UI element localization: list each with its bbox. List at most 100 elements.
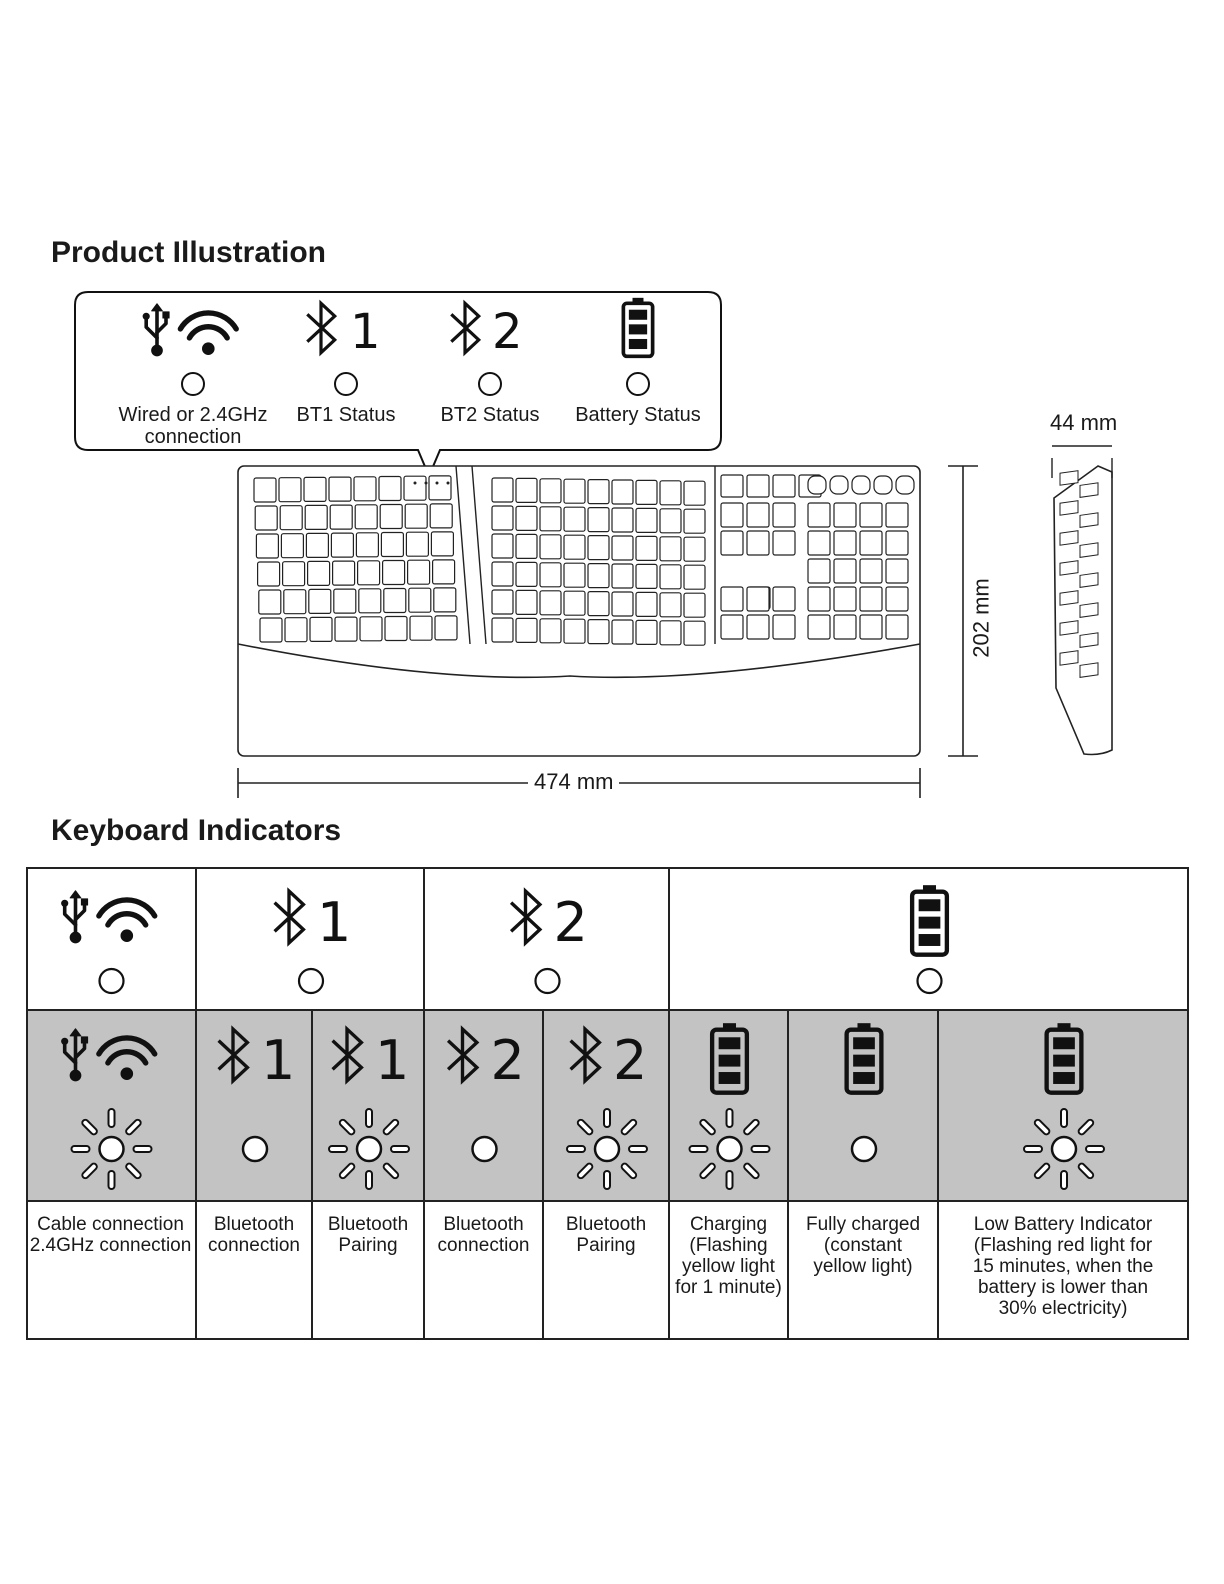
description-line: Cable connection: [37, 1214, 184, 1235]
dimension-lines: [237, 445, 1112, 798]
status-light-icon: [297, 967, 325, 995]
description-line: (constant: [823, 1235, 903, 1256]
keycap: [281, 561, 306, 587]
keycap: [284, 617, 308, 643]
media-key: [807, 475, 827, 495]
keycap: [257, 561, 281, 587]
keycap: [833, 502, 857, 528]
usb-wifi-icon: [26, 1011, 197, 1191]
keycap: [683, 620, 706, 646]
keycap: [833, 614, 857, 640]
keycap: [334, 616, 358, 642]
keycap: [563, 534, 586, 560]
keycap: [428, 475, 452, 501]
product-illustration-title: Product Illustration: [51, 236, 327, 269]
keycap: [330, 532, 355, 558]
flashing-light-icon: [327, 1107, 411, 1191]
side-keycap: [1079, 512, 1099, 528]
keycap: [539, 506, 562, 532]
keycap: [587, 479, 610, 505]
description-line: Pairing: [338, 1235, 398, 1256]
keycap: [515, 617, 538, 643]
description-line: battery is lower than: [977, 1277, 1149, 1298]
description-line: Pairing: [576, 1235, 636, 1256]
keycap: [772, 474, 796, 498]
media-key: [873, 475, 893, 495]
keycap: [434, 615, 458, 641]
keycap: [258, 589, 282, 615]
callout-label: Battery Status: [575, 404, 701, 426]
bluetooth-2-icon: 2: [565, 1027, 649, 1191]
keycap: [539, 562, 562, 588]
keycap: [491, 477, 514, 503]
side-keycap: [1079, 542, 1099, 558]
keycap: [539, 590, 562, 616]
keycap: [885, 558, 909, 584]
keycap: [515, 505, 538, 532]
description-line: yellow light: [682, 1256, 775, 1277]
keycap: [772, 586, 796, 612]
keycap: [409, 615, 433, 641]
keycap: [587, 619, 610, 645]
keycap: [539, 478, 562, 504]
keycap: [833, 558, 857, 584]
keycap: [429, 503, 453, 529]
svg-text:2: 2: [492, 304, 523, 360]
keycap: [683, 508, 706, 534]
description-line: Bluetooth: [565, 1214, 647, 1235]
keycap: [659, 536, 682, 562]
state-icon-cell: [670, 1011, 789, 1202]
keycap: [720, 614, 744, 640]
keycap: [563, 562, 586, 588]
header-cell: 2: [425, 867, 670, 1011]
media-key: [851, 475, 871, 495]
svg-text:2: 2: [491, 1029, 525, 1092]
keycap: [329, 504, 353, 530]
svg-text:2: 2: [554, 891, 588, 954]
keycap: [383, 587, 407, 614]
description-line: Charging: [689, 1214, 768, 1235]
state-icon-cell: [939, 1011, 1189, 1202]
description-line: connection: [208, 1235, 300, 1256]
keycap: [885, 614, 909, 640]
bluetooth-1-icon: 1: [327, 1027, 411, 1191]
keycap: [807, 586, 831, 612]
description-line: Bluetooth: [443, 1214, 524, 1235]
status-light-icon: [98, 967, 125, 995]
description-line: 15 minutes, when the: [972, 1256, 1154, 1277]
keycap: [859, 586, 883, 612]
bluetooth-2-icon: 2: [446, 1027, 525, 1163]
keycap: [382, 559, 406, 586]
header-cell: [26, 867, 197, 1011]
keycap: [859, 614, 883, 640]
status-light-icon: [916, 967, 943, 995]
state-icon-cell: 1: [313, 1011, 425, 1202]
keycap: [772, 530, 796, 556]
keycap: [308, 588, 332, 614]
header-cell: 1: [197, 867, 425, 1011]
keycap: [432, 559, 456, 585]
side-keycap: [1059, 560, 1079, 576]
side-keycap: [1079, 482, 1099, 498]
keycap: [304, 504, 328, 531]
keycap: [659, 480, 682, 506]
state-description-cell: Low Battery Indicator(Flashing red light…: [939, 1202, 1189, 1340]
callout-item-battery: Battery Status: [566, 296, 710, 426]
keycap: [659, 592, 682, 618]
usb-wifi-icon: [26, 867, 197, 995]
keycap: [433, 587, 457, 613]
side-keycap: [1079, 572, 1099, 588]
keycap: [635, 535, 658, 562]
callout-label: BT2 Status: [440, 404, 540, 426]
steady-light-icon: [471, 1135, 498, 1163]
keycap: [611, 507, 634, 533]
side-keycap: [1059, 650, 1079, 666]
svg-text:1: 1: [375, 1029, 409, 1092]
description-line: Bluetooth: [213, 1214, 295, 1235]
media-key: [895, 475, 915, 495]
side-keycap: [1079, 602, 1099, 618]
height-dimension-label: 202 mm: [968, 572, 995, 664]
keycap: [278, 477, 302, 503]
